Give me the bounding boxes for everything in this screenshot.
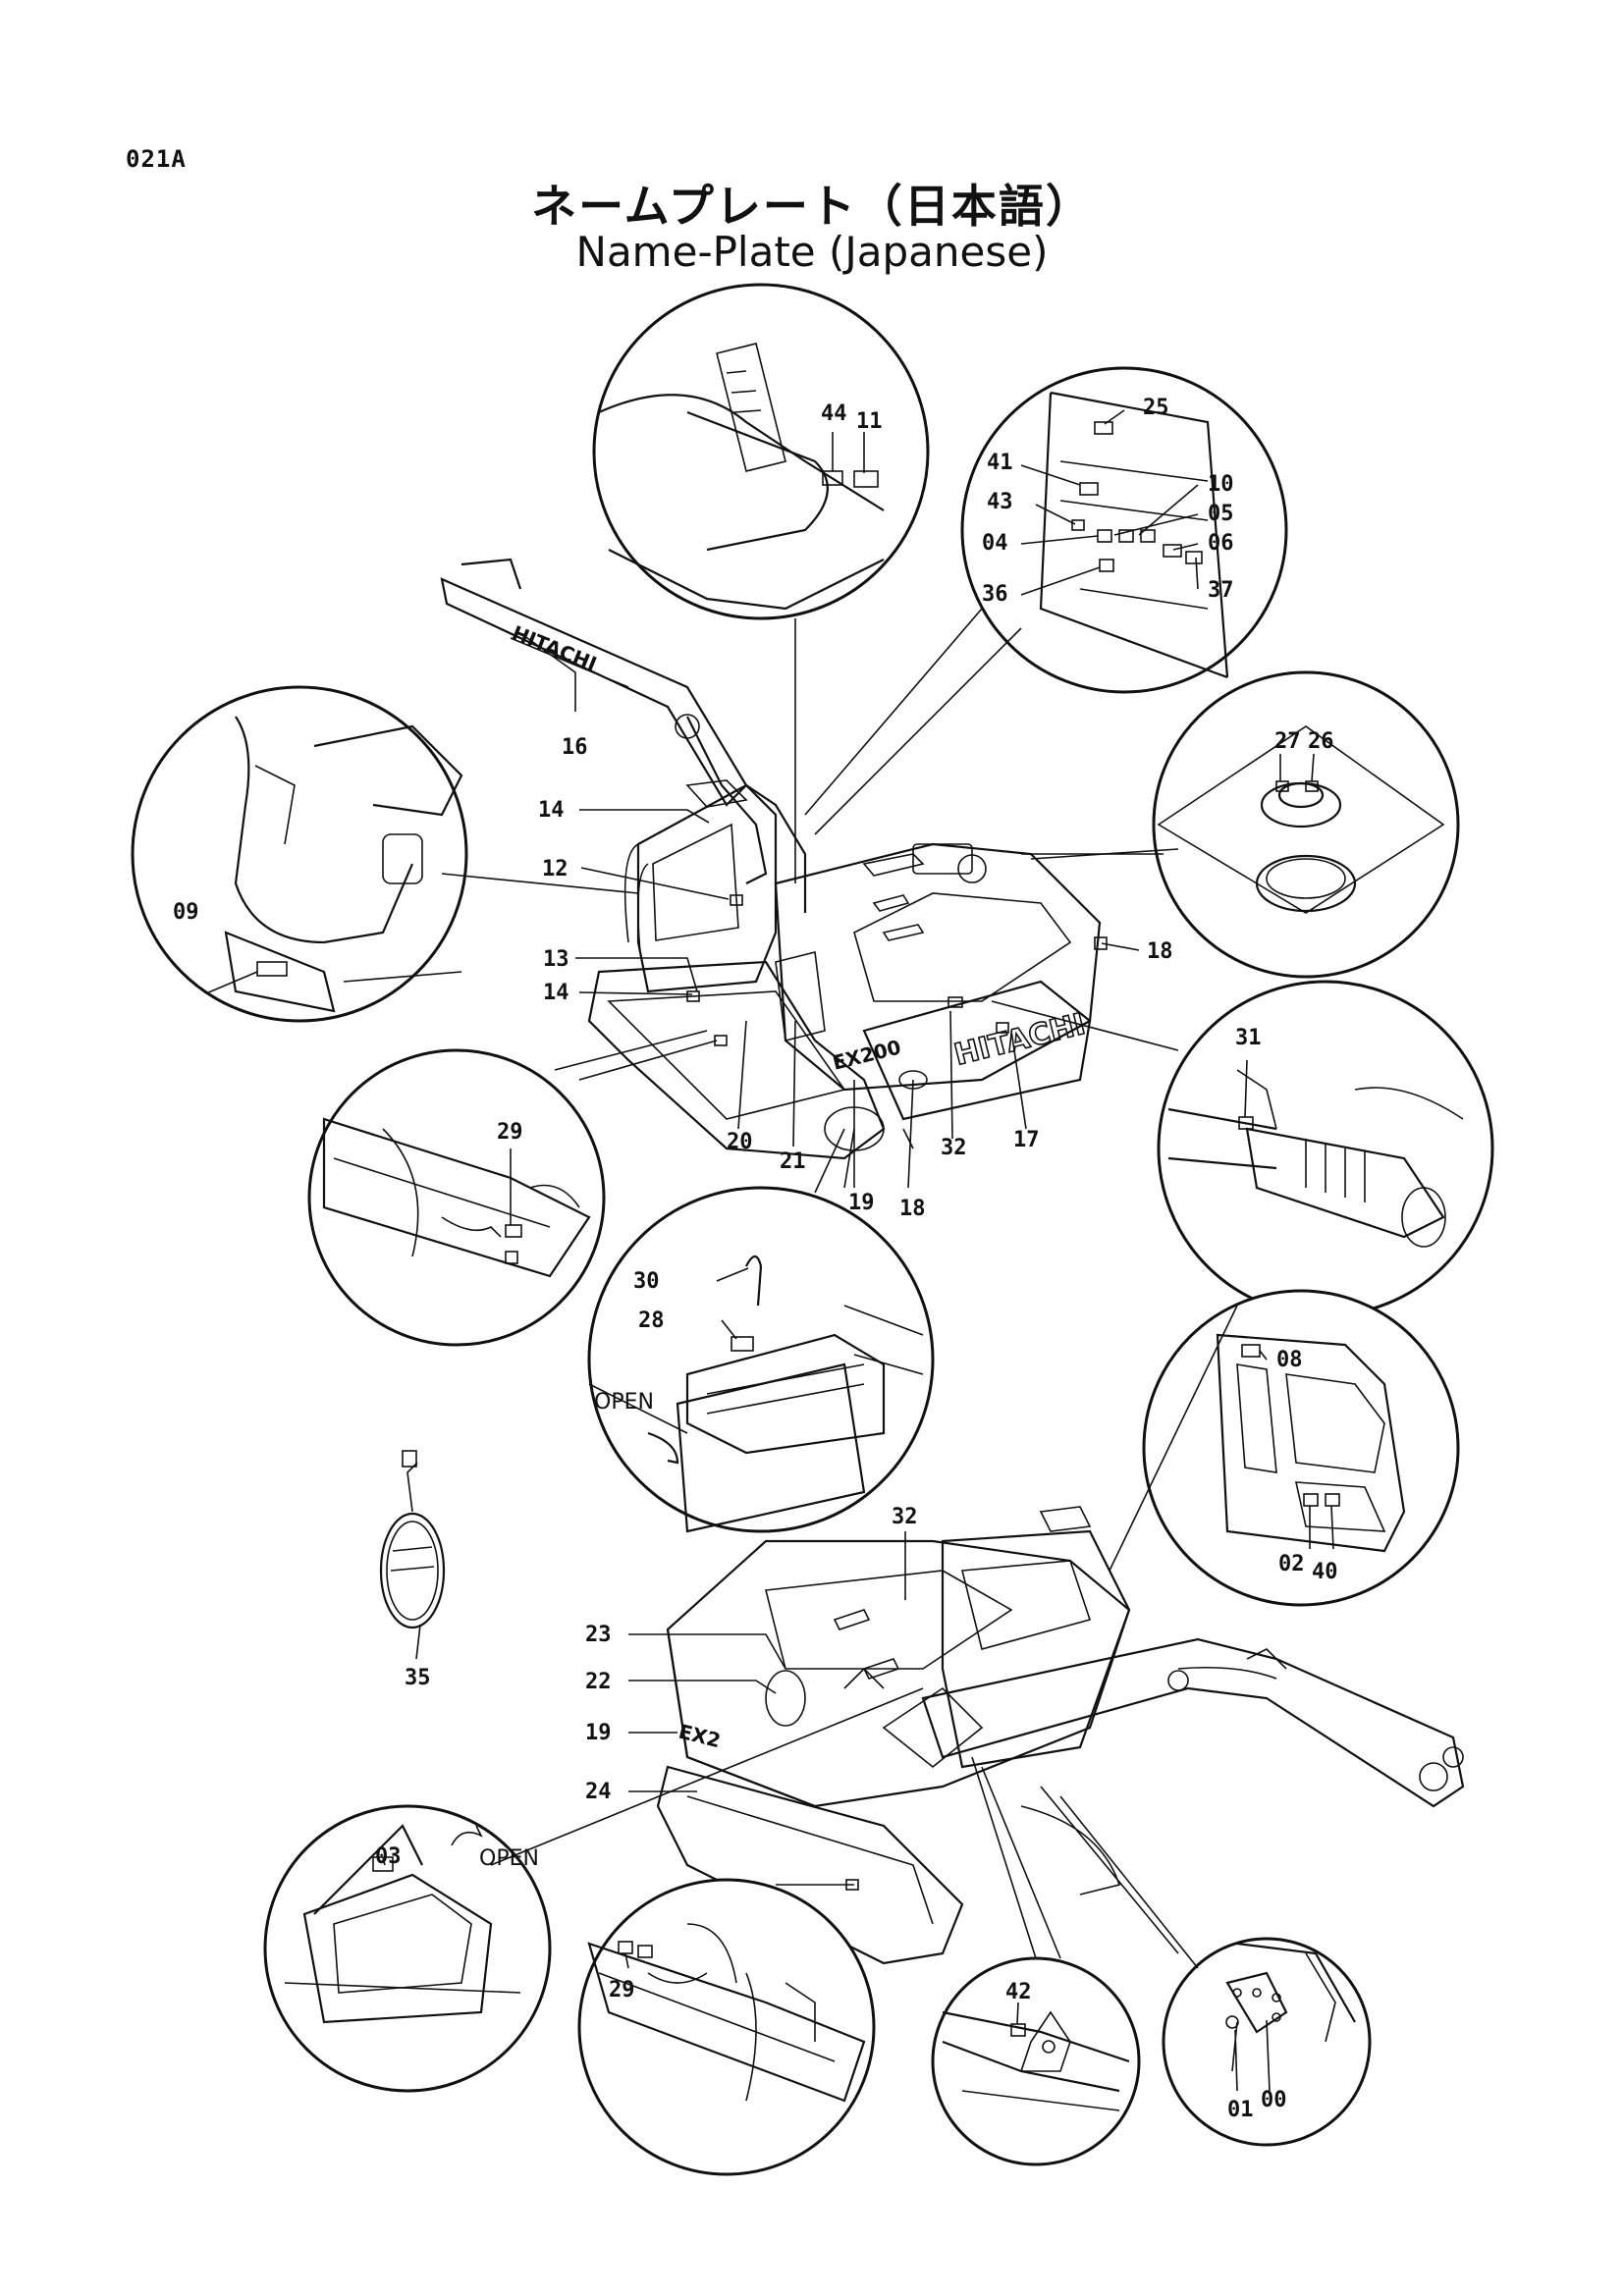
- callout-04: 04: [982, 531, 1008, 556]
- callout-numbers: 44 11 25 41 10 43 05 04 06 36 37 16 14 1…: [173, 396, 1338, 2122]
- callout-42: 42: [1005, 1980, 1032, 2004]
- excavator-lower-view: EX2: [656, 1506, 1465, 1965]
- callout-14-lower: 14: [543, 981, 569, 1005]
- callout-01: 01: [1227, 2098, 1254, 2122]
- callout-05: 05: [1208, 502, 1234, 526]
- callout-10: 10: [1208, 472, 1234, 497]
- connector-lines: [441, 608, 1238, 1969]
- callout-25: 25: [1143, 396, 1169, 420]
- callout-43: 43: [987, 490, 1013, 514]
- callout-06: 06: [1208, 531, 1234, 556]
- callout-14-upper: 14: [538, 798, 565, 823]
- detail-control-lever: [592, 283, 930, 620]
- callout-19-upper: 19: [848, 1191, 875, 1215]
- callout-02: 02: [1278, 1552, 1305, 1576]
- callout-08: 08: [1276, 1348, 1303, 1372]
- detail-track-side-lower: [577, 1878, 876, 2176]
- callout-29-upper: 29: [497, 1120, 523, 1145]
- detail-tube: [1157, 980, 1494, 1317]
- callout-03: 03: [375, 1844, 402, 1869]
- callout-00: 00: [1261, 2088, 1287, 2112]
- callout-12: 12: [542, 857, 568, 881]
- detail-toolbox: OPEN: [263, 1804, 552, 2093]
- callout-31: 31: [1235, 1026, 1262, 1050]
- title-english: Name-Plate (Japanese): [575, 228, 1049, 276]
- detail-cap: [1152, 670, 1460, 979]
- detail-door: [1142, 1289, 1460, 1607]
- callout-leaders: [205, 409, 1334, 2092]
- callout-30: 30: [633, 1269, 660, 1294]
- detail-seat: [131, 685, 468, 1023]
- detail-track-side-upper: [307, 1048, 606, 1347]
- callout-20: 20: [727, 1130, 753, 1154]
- callout-19-lower: 19: [585, 1721, 612, 1745]
- callout-21: 21: [780, 1149, 806, 1174]
- callout-17: 17: [1013, 1128, 1040, 1152]
- callout-41: 41: [987, 451, 1013, 475]
- callout-22: 22: [585, 1670, 612, 1694]
- callout-40: 40: [1312, 1560, 1338, 1584]
- callout-37: 37: [1208, 578, 1234, 603]
- callout-16: 16: [562, 735, 588, 760]
- callout-35: 35: [405, 1666, 431, 1690]
- open-label-lower: OPEN: [479, 1846, 539, 1871]
- callout-18-upper: 18: [1147, 939, 1173, 964]
- callout-32-upper: 32: [941, 1136, 967, 1160]
- callout-29-lower: 29: [609, 1978, 635, 2002]
- detail-frame: [931, 1956, 1141, 2166]
- page-code: 021A: [126, 145, 187, 173]
- title-japanese: ネームプレート（日本語）: [531, 180, 1093, 233]
- detail-key-tag: [379, 1450, 446, 1629]
- callout-32-lower: 32: [892, 1505, 918, 1529]
- callout-36: 36: [982, 582, 1008, 607]
- detail-panel: [960, 366, 1288, 694]
- open-label-upper: OPEN: [594, 1390, 654, 1415]
- counterweight-brand-text: HITACHI: [950, 1007, 1088, 1073]
- callout-23: 23: [585, 1623, 612, 1647]
- detail-battery: OPEN: [587, 1186, 935, 1533]
- svg-text:EX2: EX2: [677, 1720, 724, 1753]
- svg-text:EX200: EX200: [830, 1035, 903, 1074]
- callout-09: 09: [173, 900, 199, 925]
- callout-18-lower: 18: [899, 1197, 926, 1221]
- callout-11: 11: [856, 409, 883, 434]
- detail-bracket: [1162, 1937, 1372, 2147]
- callout-13: 13: [543, 947, 569, 972]
- callout-27: 27: [1274, 729, 1301, 754]
- callout-44: 44: [821, 401, 847, 426]
- callout-26: 26: [1308, 729, 1334, 754]
- callout-24: 24: [585, 1780, 612, 1804]
- callout-28: 28: [638, 1308, 665, 1333]
